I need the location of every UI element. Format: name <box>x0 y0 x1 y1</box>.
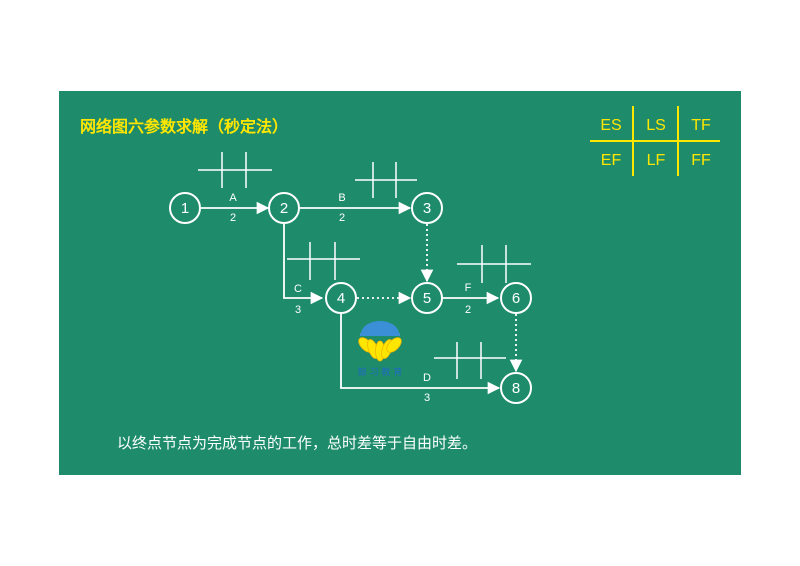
diagram-title: 网络图六参数求解（秒定法） <box>80 117 289 136</box>
legend-tf: TF <box>691 117 711 134</box>
caption-text: 以终点节点为完成节点的工作，总时差等于自由时差。 <box>117 434 478 452</box>
activity-label-a: A <box>229 192 237 204</box>
node-label-2: 2 <box>280 200 288 217</box>
activity-duration-a: 2 <box>230 212 236 224</box>
parameter-legend <box>590 106 720 176</box>
node-circle-8 <box>500 372 532 404</box>
node-circle-2 <box>268 192 300 224</box>
chalkboard <box>59 91 741 475</box>
activity-label-c: C <box>294 283 302 295</box>
param-grid-d <box>434 342 506 379</box>
arrow-d <box>340 314 501 395</box>
node-label-5: 5 <box>423 290 431 307</box>
logo-text: 鲸 习 教 育 <box>358 366 403 378</box>
param-grid-f <box>457 245 531 283</box>
legend-ef: EF <box>601 152 622 169</box>
node-label-6: 6 <box>512 290 520 307</box>
legend-lf: LF <box>647 152 666 169</box>
activity-duration-b: 2 <box>339 212 345 224</box>
node-circle-5 <box>411 282 443 314</box>
param-grid-b <box>355 162 417 198</box>
logo-watermark: 鲸 习 教 育 <box>358 321 403 378</box>
node-label-1: 1 <box>181 200 189 217</box>
legend-ff: FF <box>691 152 711 169</box>
activity-label-d: D <box>423 372 431 384</box>
node-circle-3 <box>411 192 443 224</box>
node-label-8: 8 <box>512 380 520 397</box>
node-label-3: 3 <box>423 200 431 217</box>
param-grid-c <box>287 242 360 280</box>
arrow-c <box>283 224 324 305</box>
activity-duration-d: 3 <box>424 392 430 404</box>
node-label-4: 4 <box>337 290 345 307</box>
node-circle-6 <box>500 282 532 314</box>
activity-label-f: F <box>465 282 472 294</box>
activity-duration-f: 2 <box>465 304 471 316</box>
activity-label-b: B <box>338 192 345 204</box>
node-circle-4 <box>325 282 357 314</box>
legend-es: ES <box>600 117 621 134</box>
legend-ls: LS <box>646 117 666 134</box>
activity-duration-c: 3 <box>295 304 301 316</box>
param-grid-a <box>198 152 272 188</box>
node-circle-1 <box>169 192 201 224</box>
